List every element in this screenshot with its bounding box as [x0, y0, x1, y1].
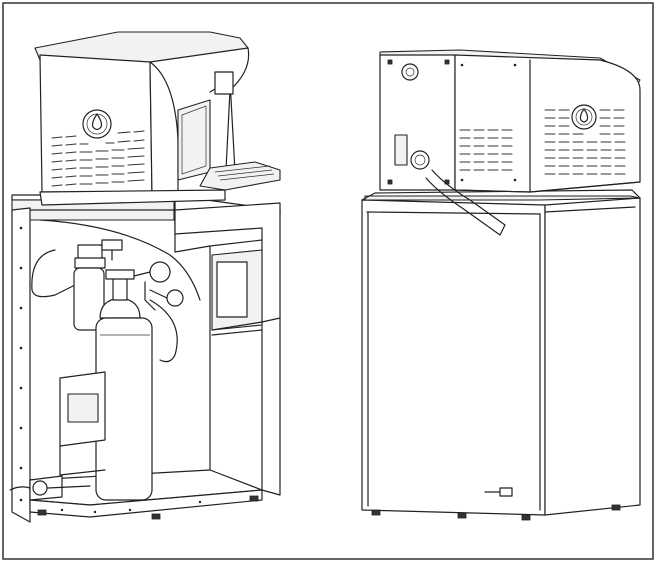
- regulator-gauge-1: [149, 261, 171, 283]
- left-lower-bracket: [29, 371, 106, 501]
- filter-housing: [73, 267, 105, 331]
- right-dispenser-side: [454, 54, 641, 193]
- left-filter-canister: [73, 239, 123, 331]
- cabinet-right-side: [174, 202, 281, 496]
- right-cabinet-side: [544, 197, 641, 516]
- rear-hose: [425, 169, 506, 236]
- dispenser-vents: [51, 130, 145, 187]
- dispenser-screen: [177, 99, 211, 181]
- left-dispenser-unit: [34, 31, 281, 206]
- dispenser-drip-tray: [199, 161, 281, 191]
- right-cabinet: [361, 189, 641, 521]
- rear-connector: [410, 150, 430, 170]
- right-cabinet-front: [361, 199, 546, 516]
- cabinet-shelf-box: [216, 261, 248, 318]
- left-tubing: [9, 249, 178, 491]
- front-left-view: [9, 31, 281, 523]
- right-side-vents: [459, 109, 626, 175]
- cabinet-left-side: [11, 207, 31, 523]
- left-panel-screws: [19, 226, 23, 502]
- water-drop-logo-icon: [82, 109, 112, 139]
- right-dispenser-unit: [379, 49, 641, 236]
- rear-right-view: [361, 49, 641, 521]
- left-gas-cylinder: [95, 261, 184, 501]
- regulator-gauge-2: [166, 289, 184, 307]
- cabinet-base-plate: [29, 489, 263, 518]
- water-drop-logo-icon: [571, 104, 597, 130]
